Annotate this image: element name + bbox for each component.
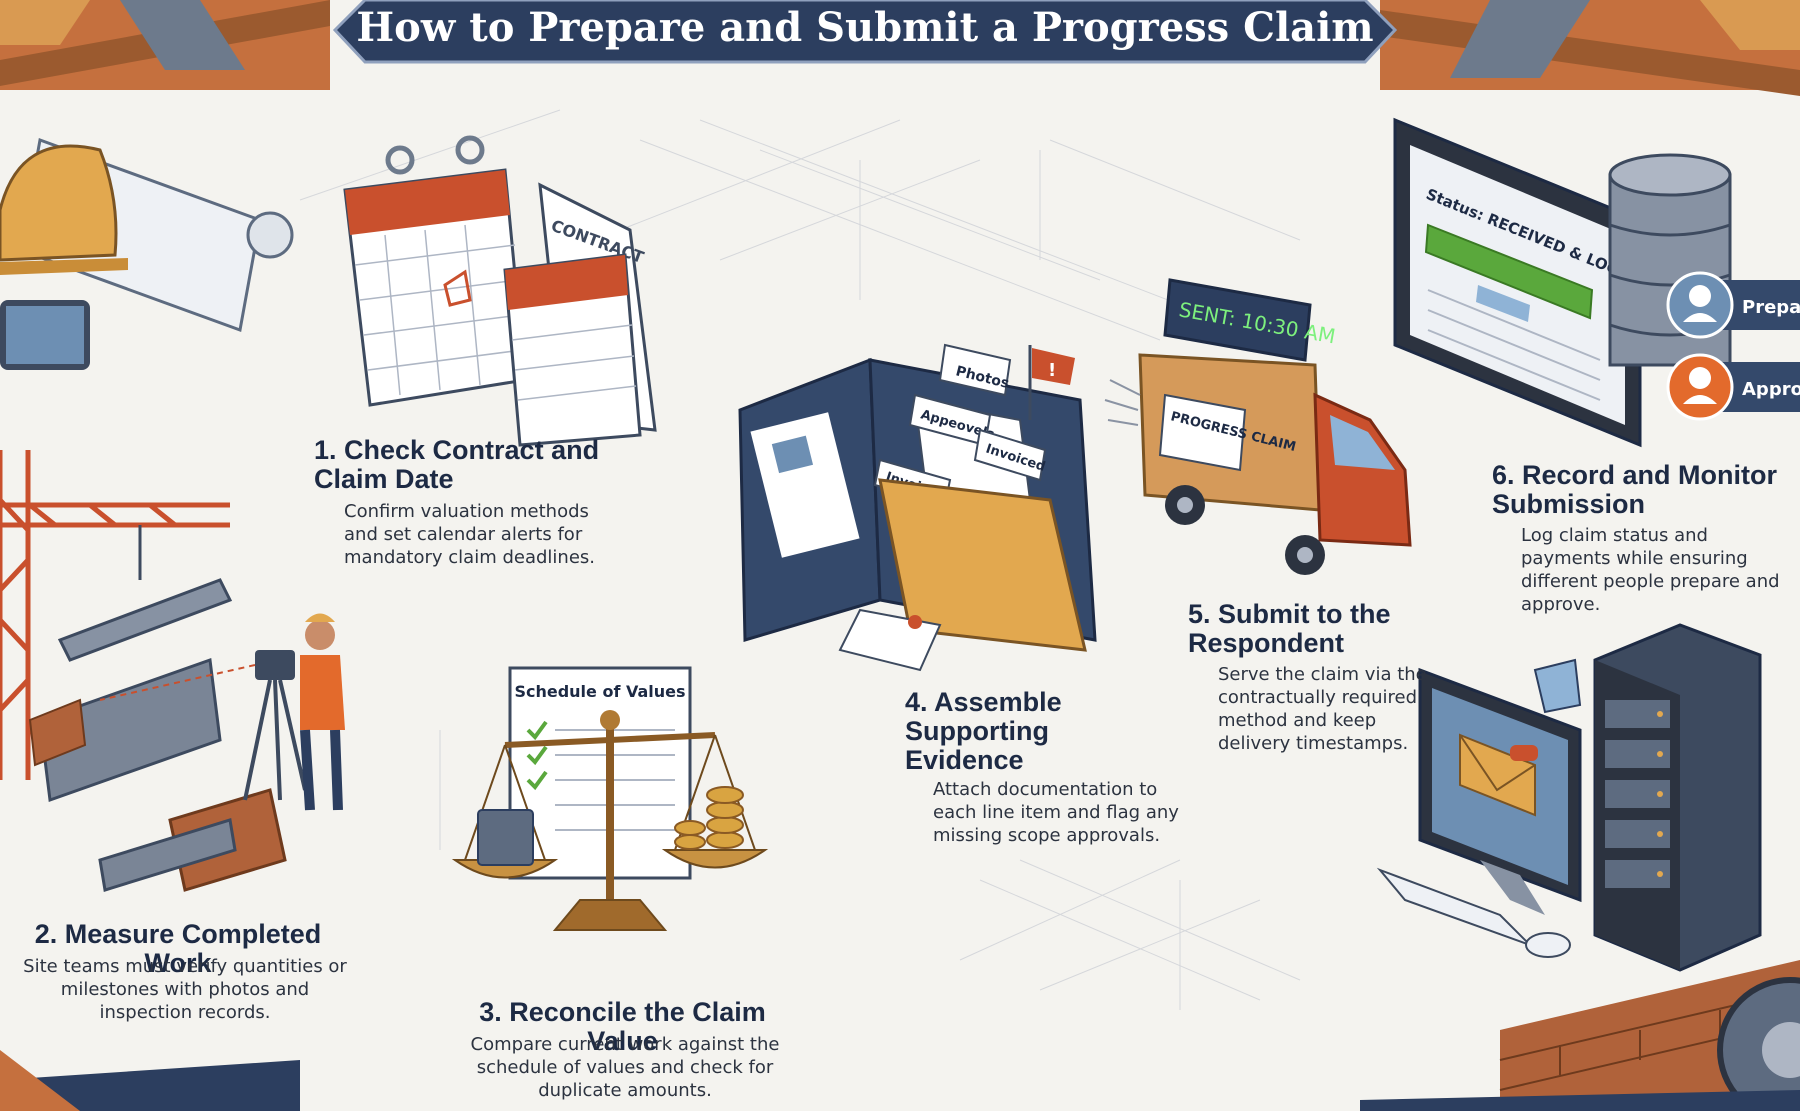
step-2-title: 2. Measure Completed Work (34, 919, 322, 978)
step-5-description: Serve the claim via the contractually re… (1218, 664, 1427, 754)
surveyor-icon (99, 613, 345, 811)
step-1-title: 1. Check Contract and Claim Date (314, 435, 600, 494)
truck-icon: SENT: 10:30 AM PROGRESS CLAIM (1104, 278, 1412, 575)
step-3-title: 3. Reconcile the Claim Value (479, 997, 766, 1056)
approve-badge-label: Approve (1742, 379, 1800, 400)
gear-icon (1717, 977, 1800, 1111)
top-right-timber-icon (1380, 0, 1800, 96)
title-banner (332, 0, 1398, 64)
step-5-title: 5. Submit to the Respondent (1188, 599, 1391, 658)
prepare-badge-label: Prepare (1742, 297, 1800, 318)
svg-text:!: ! (1048, 360, 1056, 381)
approve-badge: Approve (1666, 353, 1800, 421)
monitor-icon (1376, 658, 1582, 958)
bottom-left-timber-icon (0, 1050, 300, 1111)
steel-beam-icon (28, 578, 287, 892)
bottom-right-strip (1360, 1090, 1800, 1111)
flag-icon: ! (1028, 345, 1075, 420)
step-4-title: 4. Assemble Supporting Evidence (905, 687, 1062, 775)
step-4-description: Attach documentation to each line item a… (933, 779, 1179, 846)
server-rack-icon (1593, 623, 1762, 972)
scale-icon: Schedule of Values (451, 666, 769, 931)
step-6-title: 6. Record and Monitor Submission (1492, 460, 1778, 519)
calendar-icon: CONTRACT (343, 135, 657, 447)
step-3-description: Compare current work against the schedul… (470, 1034, 780, 1101)
crane-icon (0, 450, 230, 780)
folder-icon: Photos Appeovels Invoiced Invoices (738, 343, 1097, 672)
top-left-timber-icon (0, 0, 330, 90)
step-2-description: Site teams must verify quantities or mil… (23, 956, 347, 1023)
hard-hat-icon (0, 137, 294, 370)
step-1-description: Confirm valuation methods and set calend… (344, 501, 595, 568)
schedule-of-values-label: Schedule of Values (514, 682, 685, 701)
page-title: How to Prepare and Submit a Progress Cla… (356, 4, 1374, 51)
tablet-icon: Status: RECEIVED & LOGGED (1393, 117, 1654, 448)
step-6-description: Log claim status and payments while ensu… (1521, 525, 1780, 615)
prepare-badge: Prepare (1666, 271, 1800, 339)
